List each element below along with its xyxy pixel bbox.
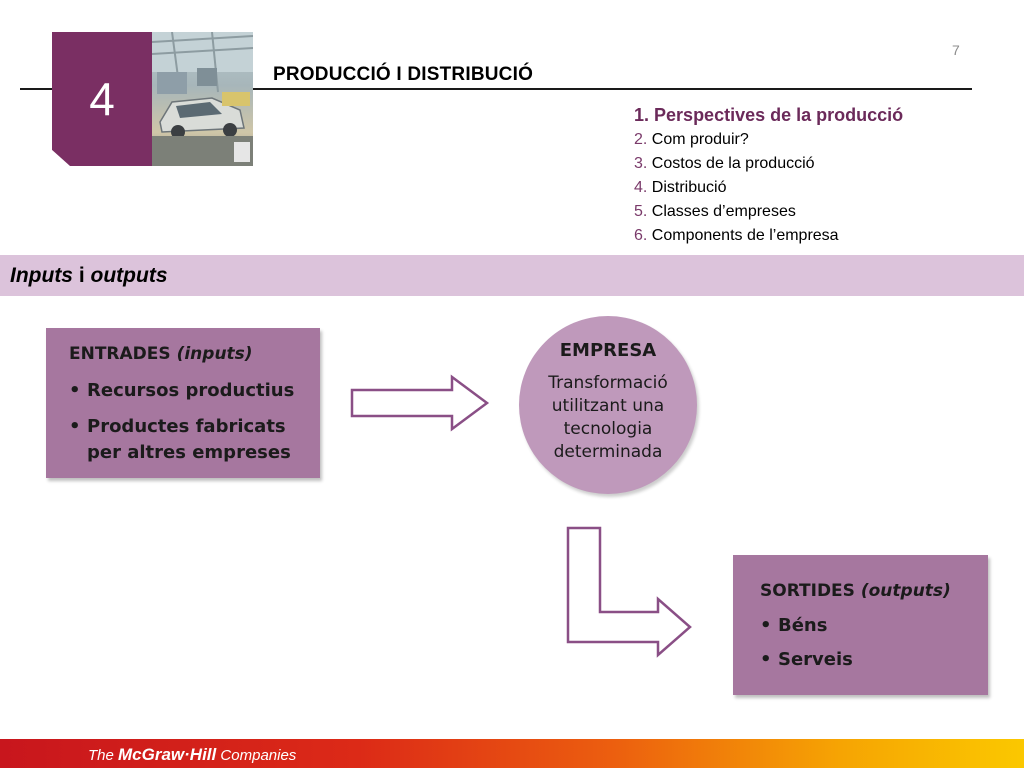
company-description: Transformació utilitzant una tecnologia … (548, 373, 668, 462)
toc-item-number: 4. (634, 179, 648, 196)
section-title: Inputs i outputs (10, 264, 168, 288)
outputs-heading-italic: (outputs) (860, 581, 951, 601)
section-title-connector: i (73, 264, 91, 287)
inputs-list: Recursos productius Productes fabricats … (69, 378, 309, 476)
arrow-company-to-outputs (566, 526, 692, 658)
section-title-inputs: Inputs (10, 264, 73, 287)
toc-item-2[interactable]: 2. Com produir? (634, 128, 903, 152)
company-heading: EMPRESA (559, 340, 657, 361)
toc-item-3[interactable]: 3. Costos de la producció (634, 152, 903, 176)
publisher-suffix: Companies (216, 747, 297, 764)
toc-item-label: Com produir? (651, 131, 749, 148)
factory-illustration (152, 32, 253, 166)
inputs-box: ENTRADES (inputs) Recursos productius Pr… (46, 328, 320, 478)
toc-item-label: Costos de la producció (651, 155, 815, 172)
toc-item-1[interactable]: 1. Perspectives de la producció (634, 102, 903, 128)
outputs-item: Béns (760, 613, 853, 639)
toc-item-label: Distribució (651, 179, 727, 196)
company-circle: EMPRESA Transformació utilitzant una tec… (519, 316, 697, 494)
inputs-heading-italic: (inputs) (176, 344, 253, 364)
chapter-badge: 4 (52, 32, 152, 166)
toc-item-5[interactable]: 5. Classes d’empreses (634, 200, 903, 224)
toc-item-6[interactable]: 6. Components de l’empresa (634, 224, 903, 248)
toc-item-label: Components de l’empresa (651, 227, 839, 244)
arrow-inputs-to-company (350, 374, 490, 432)
toc-item-number: 3. (634, 155, 648, 172)
publisher-prefix: The (88, 747, 119, 764)
inputs-heading: ENTRADES (inputs) (69, 344, 253, 364)
outputs-heading: SORTIDES (outputs) (760, 581, 951, 601)
toc-item-label: Perspectives de la producció (654, 105, 904, 125)
table-of-contents: 1. Perspectives de la producció 2. Com p… (634, 102, 903, 248)
outputs-heading-text: SORTIDES (760, 581, 855, 601)
chapter-number: 4 (89, 73, 115, 125)
toc-item-number: 5. (634, 203, 648, 220)
footer-bar: The McGraw·Hill Companies (0, 739, 1024, 768)
publisher-brand: McGraw·Hill (118, 745, 217, 764)
toc-item-4[interactable]: 4. Distribució (634, 176, 903, 200)
outputs-item: Serveis (760, 647, 853, 673)
section-title-outputs: outputs (90, 264, 168, 287)
inputs-item: Recursos productius (69, 378, 309, 404)
outputs-list: Béns Serveis (760, 613, 853, 681)
toc-item-number: 2. (634, 131, 648, 148)
section-banner: Inputs i outputs (0, 255, 1024, 296)
publisher-logo: The McGraw·Hill Companies (88, 745, 296, 765)
page-number: 7 (952, 42, 960, 58)
chapter-title: PRODUCCIÓ I DISTRIBUCIÓ (273, 64, 534, 85)
inputs-heading-text: ENTRADES (69, 344, 171, 364)
inputs-item: Productes fabricats per altres empreses (69, 414, 309, 466)
toc-item-label: Classes d’empreses (651, 203, 796, 220)
toc-item-number: 1. (634, 105, 650, 125)
factory-photo (152, 32, 253, 166)
toc-item-number: 6. (634, 227, 648, 244)
title-rule (20, 88, 972, 90)
outputs-box: SORTIDES (outputs) Béns Serveis (733, 555, 988, 695)
